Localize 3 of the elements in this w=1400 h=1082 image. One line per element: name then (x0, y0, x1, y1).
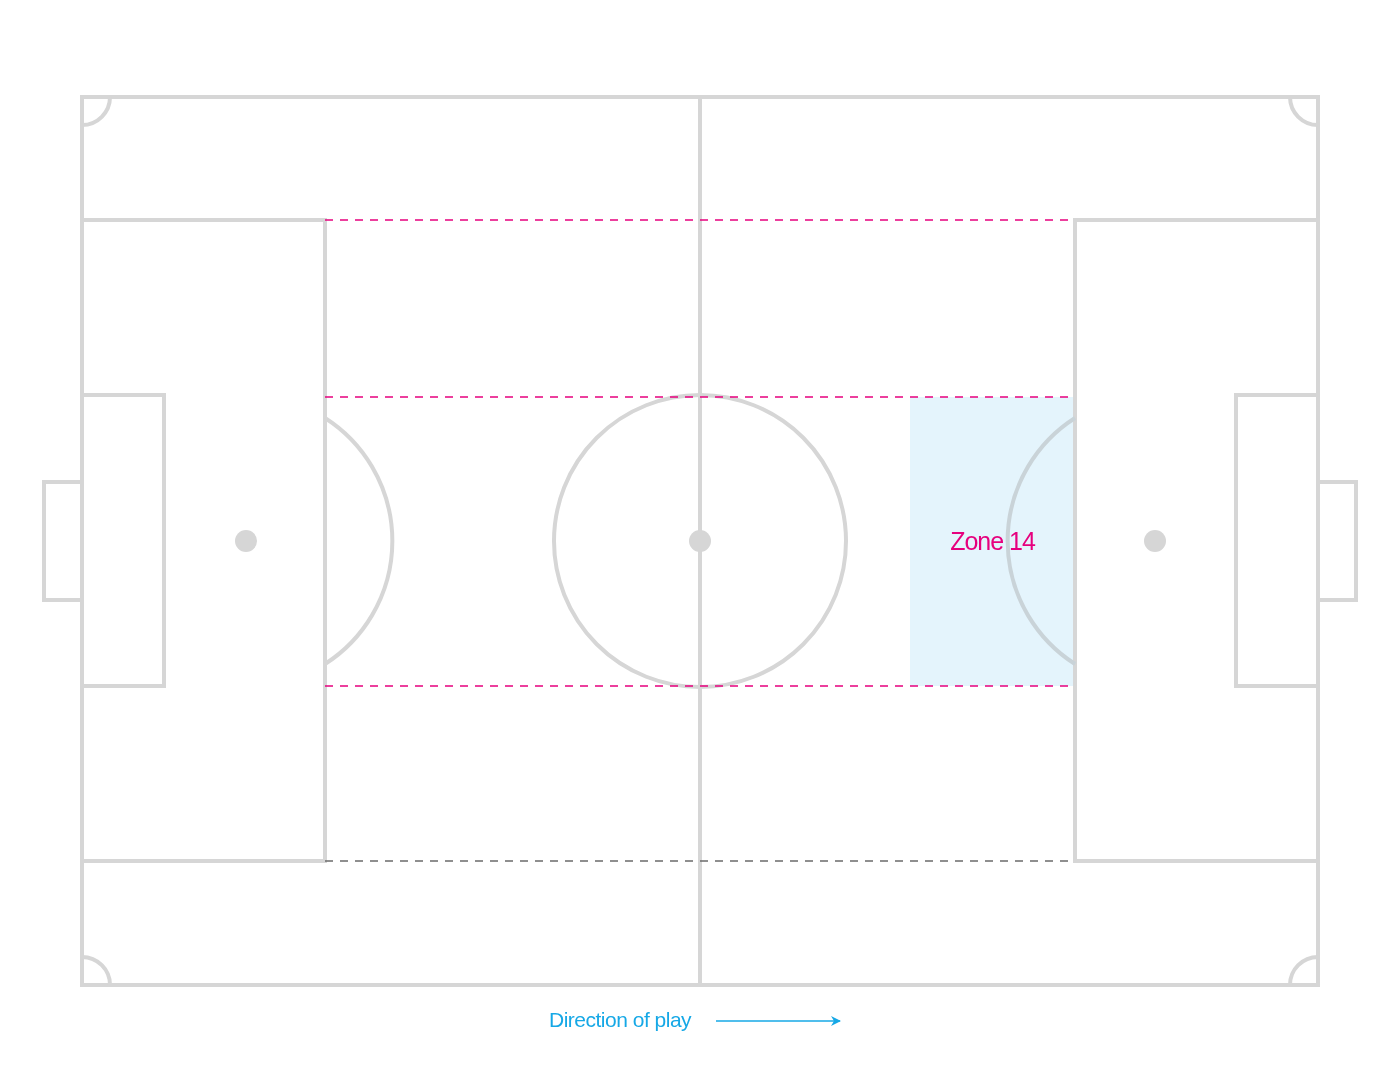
zone-label: Zone 14 (950, 527, 1035, 556)
direction-label: Direction of play (549, 1008, 692, 1032)
highlighted-zone (910, 397, 1075, 686)
